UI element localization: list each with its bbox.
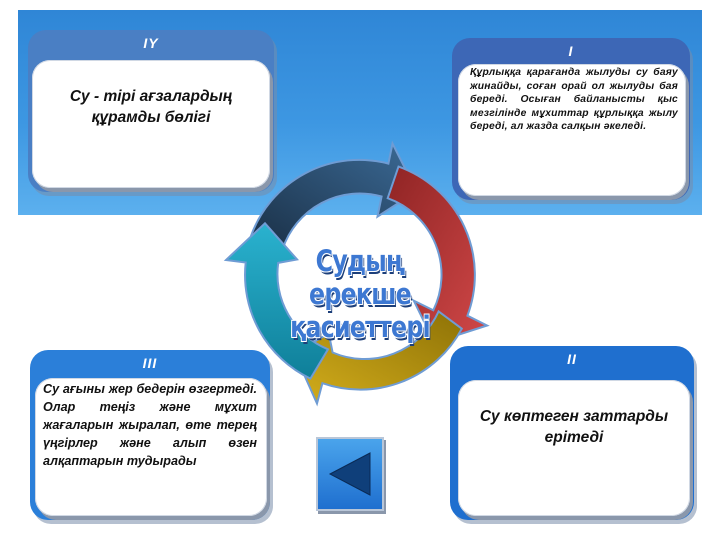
- arrow-red: [386, 165, 490, 344]
- arrow-dark-blue: [249, 140, 418, 251]
- panel-ii-text: Су көптеген заттарды ерітеді: [479, 408, 669, 446]
- panel-i-card: Құрлыққа қарағанда жылуды су баяу жинайд…: [458, 64, 686, 196]
- arrow-gold: [293, 309, 464, 407]
- panel-iii-heading: III: [142, 355, 158, 371]
- panel-iv-heading: IY: [143, 35, 159, 51]
- center-title-line-2: қасиеттері: [290, 310, 431, 344]
- panel-ii-heading: II: [567, 351, 577, 367]
- panel-iii-card: Су ағыны жер бедерін өзгертеді. Олар тең…: [35, 378, 267, 516]
- cycle-arrows-diagram: [223, 140, 490, 407]
- panel-iii: III Су ағыны жер бедерін өзгертеді. Олар…: [30, 350, 270, 520]
- panel-iv-card: Су - тірі ағзалардың құрамды бөлігі: [32, 60, 270, 188]
- panel-ii-card: Су көптеген заттарды ерітеді: [458, 380, 690, 516]
- panel-i: I Құрлыққа қарағанда жылуды су баяу жина…: [452, 38, 690, 200]
- panel-iii-text: Су ағыны жер бедерін өзгертеді. Олар тең…: [43, 382, 257, 468]
- back-button[interactable]: [316, 437, 384, 511]
- panel-i-text: Құрлыққа қарағанда жылуды су баяу жинайд…: [470, 67, 678, 132]
- center-title-line-1: Судың ерекше: [309, 244, 412, 311]
- triangle-left-icon: [328, 452, 371, 496]
- panel-i-heading: I: [568, 43, 574, 59]
- panel-iv: IY Су - тірі ағзалардың құрамды бөлігі: [28, 30, 274, 192]
- panel-ii: II Су көптеген заттарды ерітеді: [450, 346, 694, 520]
- arrow-teal: [223, 221, 330, 380]
- panel-iv-text: Су - тірі ағзалардың құрамды бөлігі: [69, 88, 233, 126]
- center-title: Судың ерекше қасиеттері: [270, 245, 450, 344]
